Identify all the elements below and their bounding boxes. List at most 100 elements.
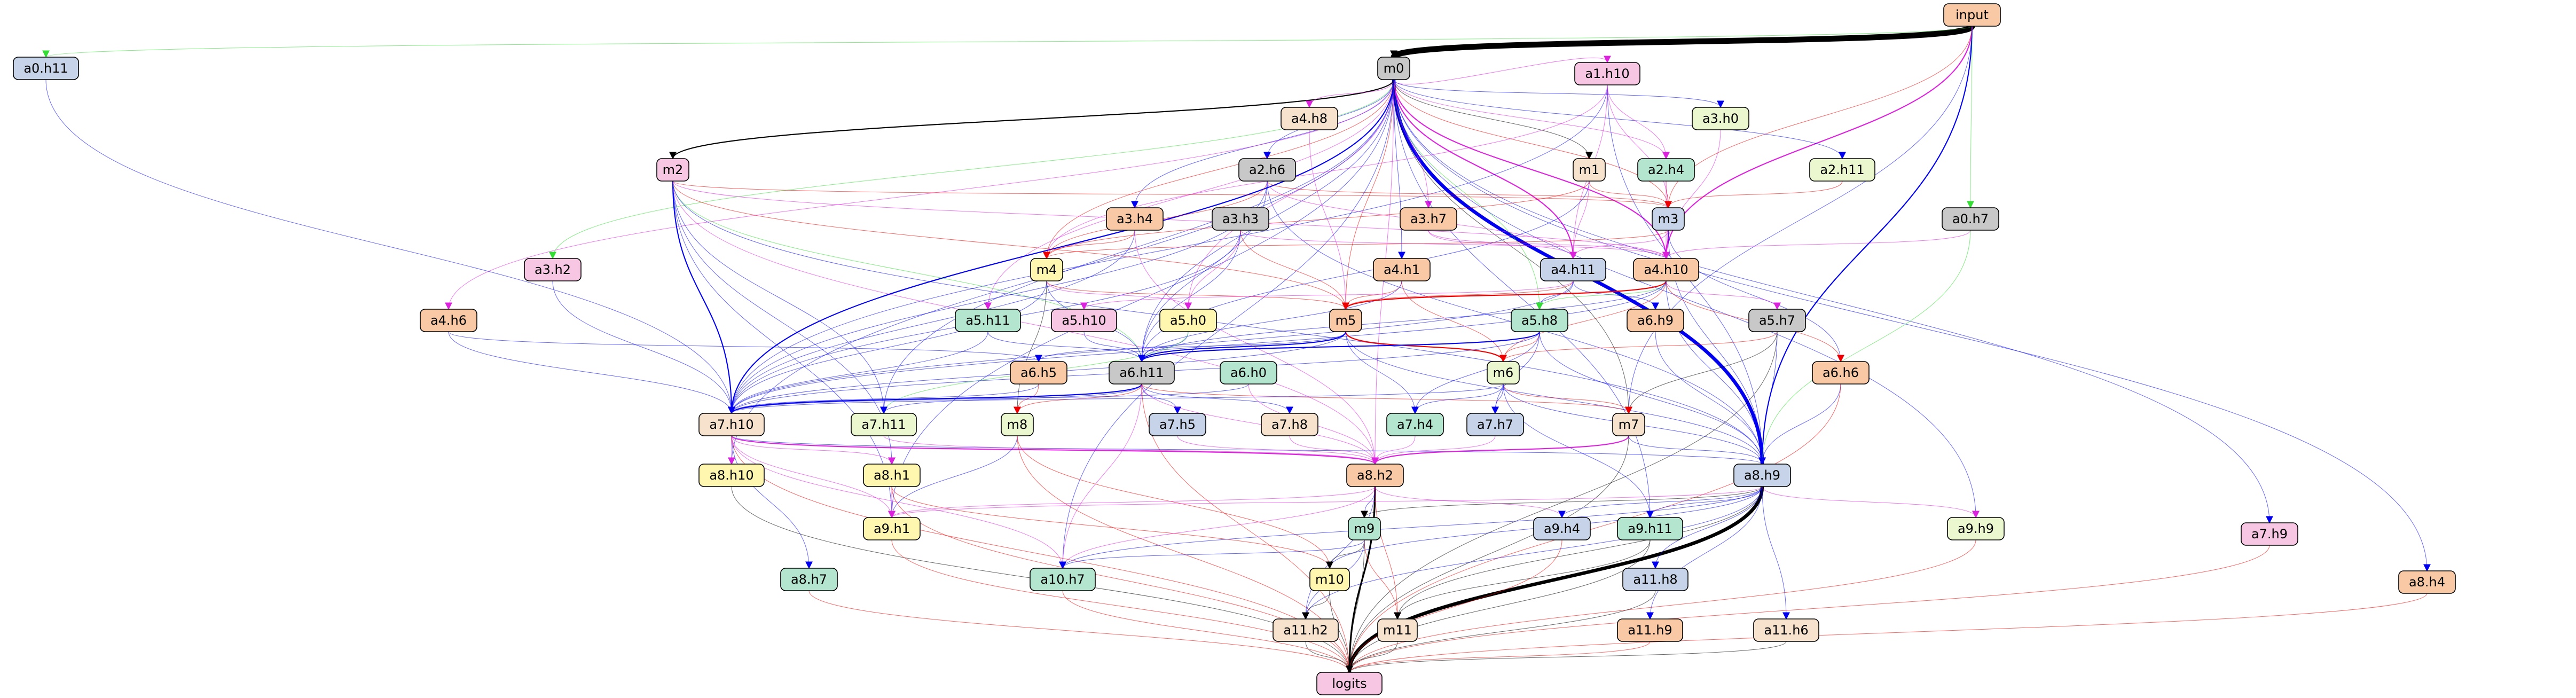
- edge-a5h11-to-a6h11: [987, 331, 1145, 363]
- edge-a5h7-to-m7: [1625, 331, 1778, 414]
- edge-a9h1-to-logits: [891, 539, 1353, 673]
- node-box-m0: [1377, 57, 1410, 80]
- edge-a2h6-to-m3: [1267, 181, 1672, 209]
- edge-m2-to-a4h10: [672, 181, 1670, 260]
- node-box-a7h7: [1466, 413, 1524, 436]
- node-a7h5: a7.h5: [1149, 413, 1206, 436]
- node-box-a5h7: [1748, 309, 1806, 332]
- node-box-a5h11: [955, 309, 1021, 332]
- node-a5h7: a5.h7: [1748, 309, 1806, 332]
- node-box-a8h9: [1733, 464, 1791, 487]
- edge-a11h9-to-logits: [1346, 641, 1651, 673]
- node-box-a5h10: [1051, 309, 1117, 332]
- edge-m0-to-a1h10: [1393, 56, 1611, 85]
- node-label-m9: m9: [1354, 521, 1375, 536]
- edge-a4h11-to-a5h8: [1536, 280, 1574, 310]
- edge-m2-to-a6h11: [672, 181, 1145, 363]
- edge-a4h11-to-m5: [1342, 280, 1574, 310]
- node-a8h10: a8.h10: [698, 464, 765, 487]
- edge-a7h10-to-a8h2: [731, 435, 1379, 465]
- edge-m7-to-logits: [1346, 435, 1629, 673]
- node-m2: m2: [656, 158, 689, 182]
- node-label-a11h8: a11.h8: [1633, 572, 1677, 587]
- node-m11: m11: [1377, 618, 1418, 642]
- node-label-m8: m8: [1007, 417, 1028, 432]
- edge-m0-to-a9h1: [888, 79, 1394, 519]
- edge-m7-to-a8h2: [1371, 435, 1630, 465]
- node-box-m6: [1487, 361, 1520, 385]
- node-label-a4h1: a4.h1: [1384, 262, 1420, 277]
- node-box-a4h11: [1540, 258, 1606, 281]
- edge-a3h3-to-a6h11: [1138, 230, 1241, 363]
- node-label-a8h7: a8.h7: [791, 572, 827, 587]
- edge-a9h11-to-m11: [1394, 539, 1651, 620]
- node-box-m11: [1377, 618, 1418, 642]
- node-label-a9h4: a9.h4: [1544, 521, 1580, 536]
- node-box-a7h5: [1149, 413, 1206, 436]
- edge-m0-to-a2h4: [1393, 79, 1670, 160]
- edge-m0-to-m4: [1043, 79, 1394, 260]
- node-m4: m4: [1030, 258, 1063, 281]
- node-box-a5h0: [1159, 309, 1217, 332]
- node-label-a6h5: a6.h5: [1020, 365, 1057, 380]
- node-box-input: [1943, 3, 2001, 27]
- node-label-a9h1: a9.h1: [874, 521, 910, 536]
- edge-input-to-a8h9: [1758, 26, 1973, 465]
- edge-m4-to-m5: [1046, 280, 1349, 310]
- edge-a1h10-to-a7h10: [728, 84, 1608, 414]
- edge-a8h9-to-a11h2: [1302, 486, 1763, 620]
- node-box-a8h1: [863, 464, 921, 487]
- node-a7h7: a7.h7: [1466, 413, 1524, 436]
- node-box-a9h11: [1617, 517, 1683, 540]
- edge-a6h9-to-a8h9: [1655, 331, 1766, 465]
- edge-m0-to-a7h9: [1393, 79, 2273, 524]
- edge-a6h11-to-a7h11: [880, 383, 1142, 414]
- edge-m9-to-m10: [1326, 539, 1365, 569]
- node-m0: m0: [1377, 57, 1410, 80]
- edge-a10h7-to-logits: [1062, 590, 1353, 673]
- edge-m4-to-a7h10: [728, 280, 1047, 414]
- node-a8h4: a8.h4: [2398, 570, 2456, 594]
- node-a11h8: a11.h8: [1622, 568, 1688, 591]
- node-m9: m9: [1348, 517, 1381, 540]
- edge-a4h10-to-m6: [1499, 280, 1667, 363]
- edge-a6h11-to-a7h10: [728, 383, 1143, 414]
- edge-a4h8-to-m5: [1309, 129, 1349, 310]
- edge-a4h6-to-a6h5: [448, 331, 1042, 363]
- node-a2h4: a2.h4: [1637, 158, 1695, 182]
- node-box-a6h11: [1109, 361, 1175, 385]
- node-box-a4h1: [1373, 258, 1431, 281]
- edge-input-to-a4h10: [1662, 26, 1973, 260]
- edge-a1h10-to-m3: [1607, 84, 1672, 209]
- node-label-a11h2: a11.h2: [1283, 623, 1328, 638]
- edge-m6-to-a7h7: [1491, 383, 1504, 414]
- edge-a2h11-to-m3: [1664, 181, 1843, 209]
- node-label-m6: m6: [1493, 365, 1514, 380]
- edge-a7h5-to-a8h2: [1177, 435, 1379, 465]
- edge-m0-to-a7h11: [880, 79, 1394, 414]
- node-a7h11: a7.h11: [851, 413, 917, 436]
- node-a2h11: a2.h11: [1809, 158, 1875, 182]
- node-label-a1h10: a1.h10: [1585, 66, 1629, 81]
- edge-m9-to-a10h7: [1059, 539, 1365, 569]
- node-box-a7h10: [698, 413, 765, 436]
- node-input: input: [1943, 3, 2001, 27]
- node-box-m1: [1573, 158, 1606, 182]
- edge-m0-to-a4h10: [1393, 79, 1670, 260]
- node-label-a6h0: a6.h0: [1230, 365, 1267, 380]
- edge-m0-to-a3h2: [549, 79, 1394, 260]
- node-box-a1h10: [1574, 62, 1640, 85]
- node-box-a5h8: [1511, 309, 1568, 332]
- edge-a4h11-to-a7h10: [728, 280, 1574, 414]
- edge-m0-to-m5: [1342, 79, 1394, 310]
- edge-a1h10-to-a2h4: [1607, 84, 1670, 160]
- edge-a4h1-to-m6: [1401, 280, 1507, 363]
- node-a5h0: a5.h0: [1159, 309, 1217, 332]
- node-a4h11: a4.h11: [1540, 258, 1606, 281]
- edge-a8h9-to-a11h9: [1646, 486, 1763, 620]
- node-box-a11h6: [1753, 618, 1819, 642]
- node-a11h9: a11.h9: [1617, 618, 1683, 642]
- node-label-a7h5: a7.h5: [1159, 417, 1196, 432]
- node-m5: m5: [1329, 309, 1362, 332]
